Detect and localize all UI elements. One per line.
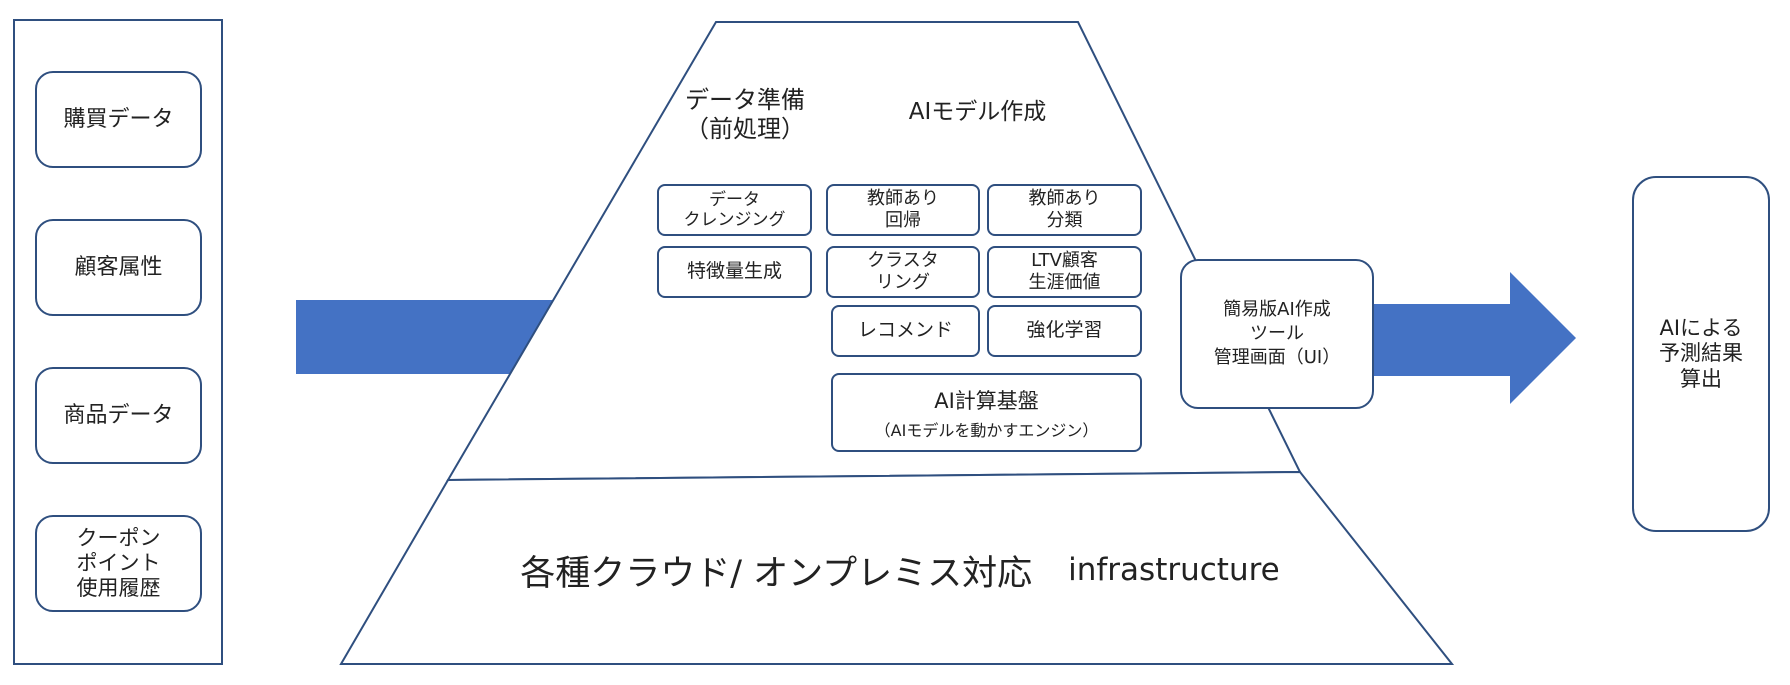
- infrastructure-ja: 各種クラウド/ オンプレミス対応: [520, 553, 1033, 594]
- ai-platform-box: AI計算基盤 （AIモデルを動かすエンジン）: [831, 373, 1142, 452]
- infrastructure-en: infrastructure: [1068, 552, 1280, 588]
- data-prep-heading: データ準備 （前処理）: [685, 86, 805, 143]
- prediction-result-box: AIによる 予測結果 算出: [1632, 176, 1770, 532]
- model-recommend: レコメンド: [831, 305, 980, 357]
- input-label: 購買データ: [63, 106, 174, 132]
- input-label: 顧客属性: [74, 254, 163, 280]
- model-ltv: LTV顧客 生涯価値: [987, 246, 1142, 298]
- prep-feature-generation: 特徴量生成: [657, 246, 812, 298]
- model-reinforcement-learning: 強化学習: [987, 305, 1142, 357]
- output-arrow: [1372, 272, 1576, 404]
- ai-platform-title: AI計算基盤: [934, 388, 1039, 413]
- pyramid-base: [339, 470, 1455, 665]
- input-arrow: [296, 300, 556, 374]
- input-label: 商品データ: [63, 402, 174, 428]
- input-coupon-history: クーポン ポイント 使用履歴: [35, 515, 202, 612]
- input-label: クーポン ポイント 使用履歴: [76, 525, 161, 601]
- ai-platform-subtitle: （AIモデルを動かすエンジン）: [874, 420, 1099, 440]
- model-clustering: クラスタ リング: [826, 246, 980, 298]
- input-customer-attributes: 顧客属性: [35, 219, 202, 316]
- model-supervised-classification: 教師あり 分類: [987, 184, 1142, 236]
- infrastructure-label: 各種クラウド/ オンプレミス対応 infrastructure: [430, 540, 1370, 600]
- input-purchase-data: 購買データ: [35, 71, 202, 168]
- ai-model-heading: AIモデル作成: [908, 98, 1047, 125]
- model-supervised-regression: 教師あり 回帰: [826, 184, 980, 236]
- simple-ai-tool-box: 簡易版AI作成 ツール 管理画面（UI）: [1180, 259, 1374, 409]
- prep-data-cleansing: データ クレンジング: [657, 184, 812, 236]
- input-product-data: 商品データ: [35, 367, 202, 464]
